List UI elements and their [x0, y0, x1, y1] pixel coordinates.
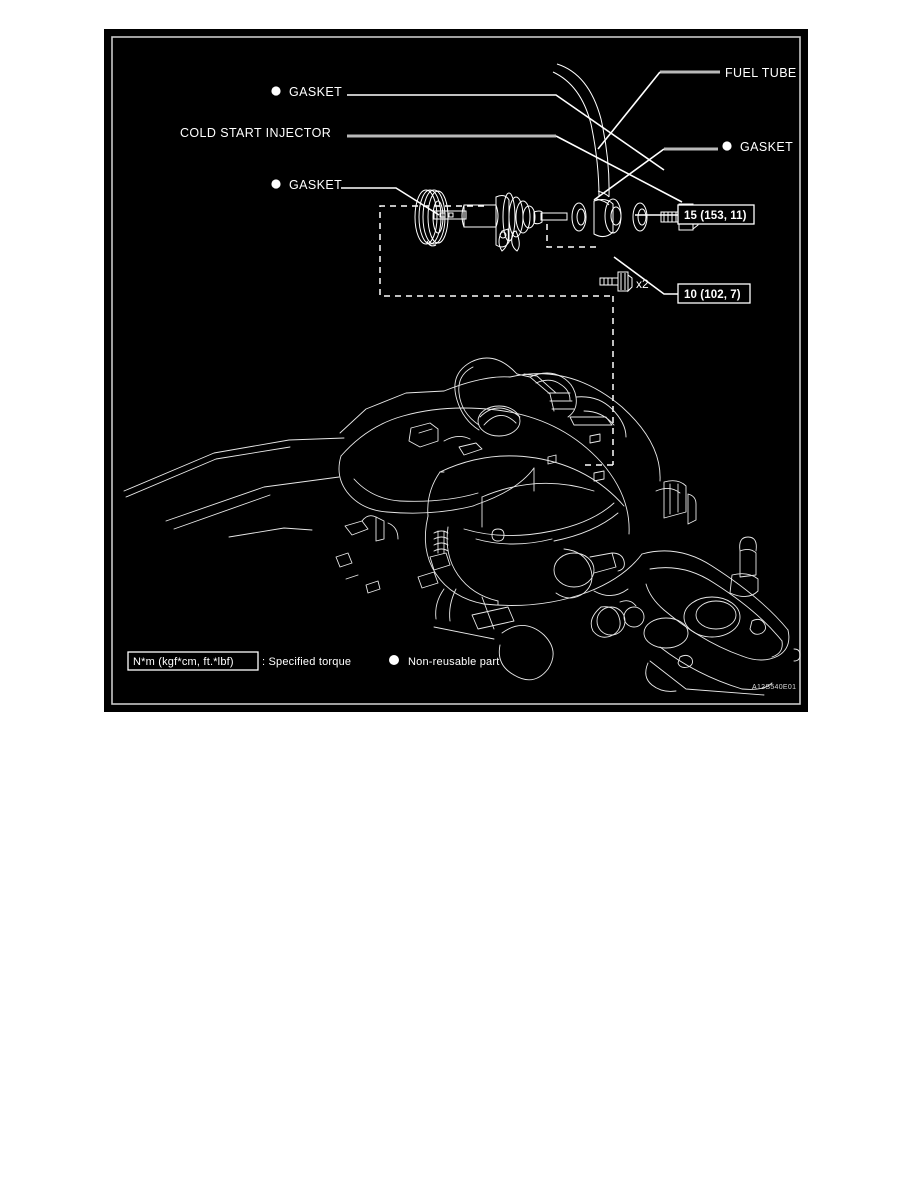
leader-lines — [341, 70, 720, 295]
torque-box-mount-bolt — [677, 283, 751, 304]
guide-mount-bolt — [546, 224, 596, 248]
quantity-note-mount-bolt: x2 — [636, 277, 649, 291]
callout-gasket-left: GASKET — [289, 178, 342, 192]
torque-box-union-bolt — [677, 204, 755, 225]
part-gasket-washer-2 — [632, 202, 648, 232]
callout-gasket-right: GASKET — [740, 140, 793, 154]
figure-id-code: A12S540E01 — [752, 684, 796, 691]
part-gasket-ring — [414, 189, 449, 247]
legend-nonreusable-bullet — [389, 655, 399, 665]
callout-fuel-tube: FUEL TUBE — [725, 66, 797, 80]
figure-background — [104, 29, 808, 712]
legend-torque-box — [127, 651, 259, 671]
callout-cold-start-injector: COLD START INJECTOR — [180, 126, 331, 140]
legend-nonreusable-description: Non-reusable part — [408, 656, 499, 668]
part-cold-start-injector — [433, 192, 568, 252]
guide-left-bracket — [379, 205, 613, 297]
torque-value-union-bolt: 15 (153, 11) — [684, 210, 747, 222]
leader-gasket-right-diag — [593, 148, 665, 201]
callout-labels: GASKET COLD START INJECTOR GASKET FUEL T… — [180, 66, 797, 291]
leader-fueltube-diag — [597, 71, 661, 150]
nonreusable-bullet-gasket-right — [722, 141, 732, 151]
leader-injector-diag — [555, 135, 683, 203]
nonreusable-bullet-gasket-left — [271, 179, 281, 189]
legend-torque-format: N*m (kgf*cm, ft.*lbf) — [133, 656, 234, 668]
leader-gasket-top — [347, 94, 665, 171]
callout-gasket-top: GASKET — [289, 85, 342, 99]
nonreusable-bullet-gasket-top — [271, 86, 281, 96]
torque-spec-boxes: 15 (153, 11) 10 (102, 7) — [677, 204, 755, 304]
exploded-view-diagram: GASKET COLD START INJECTOR GASKET FUEL T… — [104, 29, 808, 712]
engine-illustration — [123, 357, 801, 696]
figure-border — [111, 36, 801, 705]
part-gasket-washer-1 — [571, 202, 587, 232]
figure-legend: N*m (kgf*cm, ft.*lbf) : Specified torque… — [127, 651, 499, 671]
leader-mount-bolt — [613, 256, 678, 295]
legend-torque-description: : Specified torque — [262, 656, 351, 668]
technical-figure-panel: GASKET COLD START INJECTOR GASKET FUEL T… — [104, 29, 808, 712]
part-mount-bolt — [599, 271, 633, 293]
assembly-guide-lines — [379, 205, 614, 466]
part-fuel-tube — [552, 63, 622, 238]
torque-value-mount-bolt: 10 (102, 7) — [684, 289, 741, 301]
